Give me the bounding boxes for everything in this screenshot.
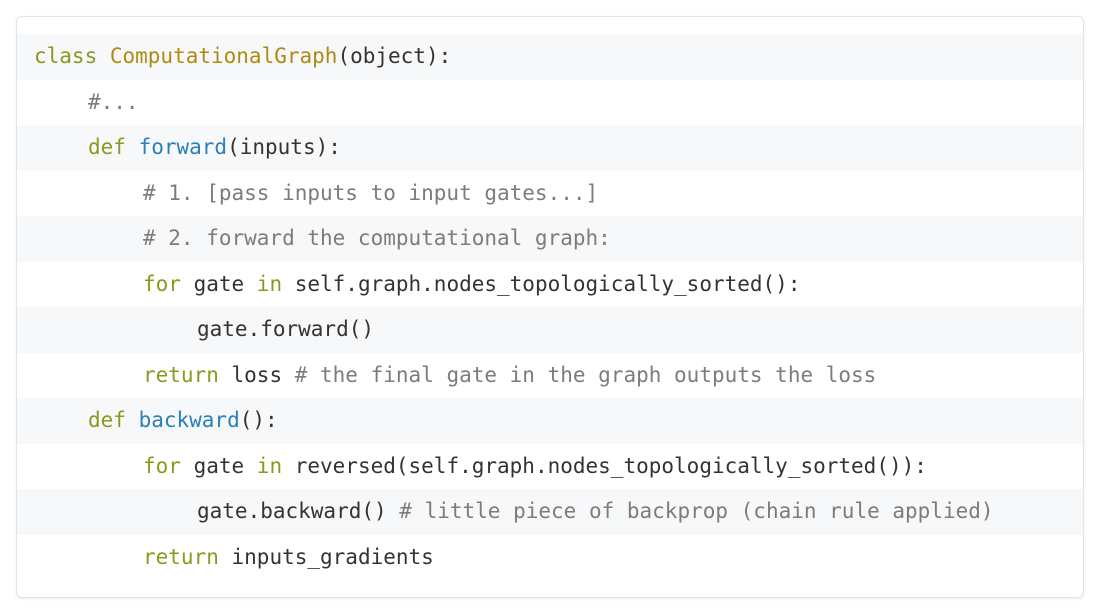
- keyword-token: for: [143, 453, 194, 478]
- keyword-token: class: [34, 44, 110, 68]
- function-name-token: forward: [138, 135, 228, 159]
- code-token: self.graph.nodes_topologically_sorted():: [294, 271, 801, 296]
- code-token: gate: [193, 453, 257, 478]
- code-line: class ComputationalGraph(object):: [17, 34, 1083, 80]
- keyword-token: def: [88, 135, 139, 159]
- comment-token: # the final gate in the graph outputs th…: [294, 362, 877, 387]
- code-token: inputs_gradients: [231, 544, 434, 569]
- code-token: loss: [231, 362, 295, 387]
- keyword-token: def: [88, 408, 139, 432]
- code-block: class ComputationalGraph(object): #... def…: [16, 16, 1084, 598]
- code-line: # 1. [pass inputs to input gates...]: [17, 170, 1083, 216]
- keyword-token: in: [256, 453, 295, 478]
- code-token: reversed(self.graph.nodes_topologically_…: [294, 453, 927, 478]
- keyword-token: return: [143, 362, 232, 387]
- code-line: for gate in self.graph.nodes_topological…: [17, 261, 1083, 307]
- function-name-token: backward: [138, 408, 240, 432]
- comment-token: # 2. forward the computational graph:: [143, 226, 611, 250]
- keyword-token: in: [256, 271, 295, 296]
- code-line: def backward():: [17, 398, 1083, 444]
- comment-token: #...: [88, 89, 139, 114]
- code-token: ():: [239, 408, 278, 432]
- code-line: #...: [17, 79, 1083, 125]
- code-line: def forward(inputs):: [17, 125, 1083, 171]
- keyword-token: for: [143, 271, 194, 296]
- code-token: gate.forward(): [197, 317, 375, 341]
- code-token: (object):: [337, 44, 452, 68]
- code-line: return inputs_gradients: [17, 534, 1083, 580]
- code-line: for gate in reversed(self.graph.nodes_to…: [17, 443, 1083, 489]
- code-token: gate: [193, 271, 257, 296]
- code-line: gate.backward() # little piece of backpr…: [17, 489, 1083, 535]
- code-token: gate.backward(): [197, 499, 400, 523]
- comment-token: # little piece of backprop (chain rule a…: [399, 499, 994, 523]
- keyword-token: return: [143, 544, 232, 569]
- code-line: # 2. forward the computational graph:: [17, 216, 1083, 262]
- code-token: (inputs):: [227, 135, 341, 159]
- code-lines: class ComputationalGraph(object): #... def…: [17, 34, 1083, 580]
- code-line: gate.forward(): [17, 307, 1083, 353]
- comment-token: # 1. [pass inputs to input gates...]: [143, 180, 599, 205]
- code-line: return loss # the final gate in the grap…: [17, 352, 1083, 398]
- class-name-token: ComputationalGraph: [109, 44, 338, 68]
